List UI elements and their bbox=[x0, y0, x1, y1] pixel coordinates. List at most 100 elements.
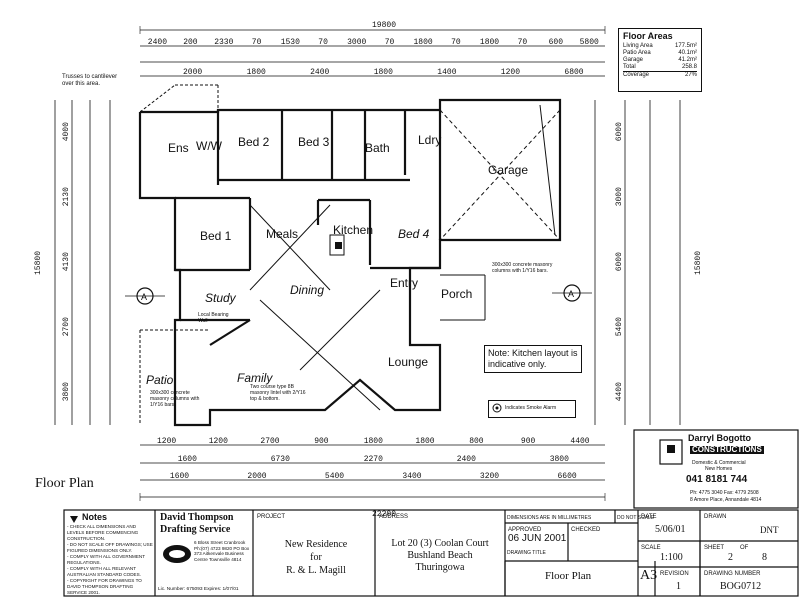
dim-top-row1: 70 bbox=[518, 38, 528, 47]
notes-marker-icon bbox=[70, 516, 78, 523]
revision-label: REVISION bbox=[660, 571, 689, 577]
dim-left-col: 3800 bbox=[62, 382, 71, 401]
room-bed1: Bed 1 bbox=[200, 229, 232, 243]
scale-label: SCALE bbox=[641, 545, 661, 551]
trusses-note: Trusses to cantilever over this area. bbox=[62, 74, 118, 87]
dim-left-col: 4130 bbox=[62, 252, 71, 271]
room-lounge: Lounge bbox=[388, 355, 428, 369]
dim-bottom-row3: 2000 bbox=[247, 472, 266, 481]
dim-top-row1: 70 bbox=[451, 38, 461, 47]
note-item: - COMPLY WITH ALL RELEVANT AUSTRALIAN ST… bbox=[67, 566, 141, 577]
dim-top-row1: 3000 bbox=[347, 38, 366, 47]
revision-value: 1 bbox=[676, 581, 681, 592]
section-label-right: A bbox=[568, 289, 574, 299]
dim-bottom-row3: 5400 bbox=[325, 472, 344, 481]
company-phfax: Ph: 4775 3040 Fax: 4779 2508 bbox=[690, 490, 759, 496]
dim-bottom-row3: 6600 bbox=[558, 472, 577, 481]
dim-bottom-row1: 800 bbox=[469, 437, 484, 446]
kitchen-note: Note: Kitchen layout is indicative only. bbox=[484, 345, 582, 373]
sheet-value: 2 bbox=[728, 552, 733, 563]
date-value: 5/06/01 bbox=[655, 524, 686, 535]
note-item: - COPYRIGHT FOR DRAWINGS TO DAVID THOMPS… bbox=[67, 578, 142, 595]
dim-top-row2: 1800 bbox=[374, 68, 393, 77]
dim-top-row2: 2400 bbox=[310, 68, 329, 77]
dim-bottom-row1: 1800 bbox=[415, 437, 434, 446]
dim-bottom-row1: 900 bbox=[314, 437, 329, 446]
dim-right-total: 15800 bbox=[694, 251, 703, 275]
room-bed3: Bed 3 bbox=[298, 135, 330, 149]
dim-top-row1: 70 bbox=[385, 38, 395, 47]
company-name: Darryl Bogotto bbox=[688, 433, 751, 443]
dim-bottom-row3: 3200 bbox=[480, 472, 499, 481]
checked-label: CHECKED bbox=[571, 527, 601, 533]
dim-left-col: 2130 bbox=[62, 187, 71, 206]
drawing-title: Floor Plan bbox=[545, 570, 592, 582]
column-note-left: 300x300 concrete masonry columns with 1/… bbox=[150, 390, 200, 408]
drawn-label: DRAWN bbox=[704, 514, 727, 520]
dim-top-row1: 2400 bbox=[148, 38, 167, 47]
approved-stamp: 06 JUN 2001 bbox=[508, 533, 567, 544]
dim-right-col: 3000 bbox=[615, 187, 624, 206]
room-bed2: Bed 2 bbox=[238, 135, 270, 149]
dim-top-row2: 2000 bbox=[183, 68, 202, 77]
dim-top-row1: 1800 bbox=[414, 38, 433, 47]
dim-bottom-total: 22200 bbox=[372, 510, 396, 519]
note-item: - DO NOT SCALE OFF DRAWINGS; USE FIGURED… bbox=[67, 542, 153, 553]
note-item: - CHECK ALL DIMENSIONS AND LEVELS BEFORE… bbox=[67, 524, 139, 541]
company-logo bbox=[659, 439, 683, 465]
dim-bottom-row2: 2400 bbox=[457, 455, 476, 464]
room-porch: Porch bbox=[441, 287, 472, 301]
date-label: DATE bbox=[641, 514, 657, 520]
drafter-licence: Lic. Number: 675093 Expires: 1/07/01 bbox=[158, 587, 239, 592]
dim-left-col: 2700 bbox=[62, 317, 71, 336]
note-item: - COMPLY WITH ALL GOVERNMENT REGULATIONS… bbox=[67, 554, 145, 565]
notes-list: - CHECK ALL DIMENSIONS AND LEVELS BEFORE… bbox=[67, 524, 153, 596]
dim-right-col: 4400 bbox=[615, 382, 624, 401]
dim-bottom-row1: 2700 bbox=[260, 437, 279, 446]
room-kitchen: Kitchen bbox=[333, 223, 373, 237]
dim-right-col: 6000 bbox=[615, 252, 624, 271]
company-brand: CONSTRUCTIONS bbox=[690, 445, 764, 454]
drafter-address: 6 Bloss Street Cranbrook Ph:(07) 4723 98… bbox=[194, 540, 250, 562]
dim-top-total: 19800 bbox=[372, 21, 396, 30]
dim-right-col: 5400 bbox=[615, 317, 624, 336]
dim-top-row1: 1800 bbox=[480, 38, 499, 47]
drafter-service: Drafting Service bbox=[160, 524, 231, 535]
dimensions-note: DIMENSIONS ARE IN MILLIMETRES bbox=[507, 515, 592, 521]
room-meals: Meals bbox=[266, 227, 298, 241]
project-text: New Residence for R. & L. Magill bbox=[284, 539, 348, 576]
plan-title: Floor Plan bbox=[35, 476, 94, 491]
drafter-name: David Thompson bbox=[160, 512, 234, 523]
company-sub: New Homes bbox=[705, 466, 733, 472]
address-text: Lot 20 (3) Coolan Court Bushland Beach T… bbox=[391, 538, 489, 573]
section-marker-left bbox=[125, 287, 165, 305]
dim-top-row2: 1400 bbox=[437, 68, 456, 77]
dim-top-row2: 6800 bbox=[564, 68, 583, 77]
dim-top-row2: 1200 bbox=[501, 68, 520, 77]
sheet-size: A3 bbox=[640, 568, 658, 583]
dim-bottom-row2: 1600 bbox=[178, 455, 197, 464]
dim-top-row1: 5800 bbox=[580, 38, 599, 47]
bearing-note: Local Bearing Wall bbox=[198, 312, 229, 324]
dim-top-row1: 1530 bbox=[281, 38, 300, 47]
dim-bottom-row1: 1800 bbox=[364, 437, 383, 446]
dim-bottom-row1: 1200 bbox=[209, 437, 228, 446]
floor-areas-heading: Floor Areas bbox=[623, 31, 673, 41]
dim-bottom-row2: 6730 bbox=[271, 455, 290, 464]
room-dining: Dining bbox=[290, 283, 324, 297]
room-wiw: W/W bbox=[196, 139, 223, 153]
column-note-right: 300x300 concrete masonry columns with 1/… bbox=[492, 262, 553, 274]
dim-bottom-row2: 3800 bbox=[550, 455, 569, 464]
dim-bottom-row2: 2270 bbox=[364, 455, 383, 464]
room-study: Study bbox=[205, 291, 237, 305]
notes-heading: Notes bbox=[82, 512, 108, 522]
dim-bottom-row1: 1200 bbox=[157, 437, 176, 446]
drafter-logo bbox=[163, 545, 191, 563]
company-phone: 041 8181 744 bbox=[686, 474, 748, 485]
dim-top-row1: 2330 bbox=[214, 38, 233, 47]
dim-top-row2: 1800 bbox=[247, 68, 266, 77]
room-bed4: Bed 4 bbox=[398, 227, 430, 241]
